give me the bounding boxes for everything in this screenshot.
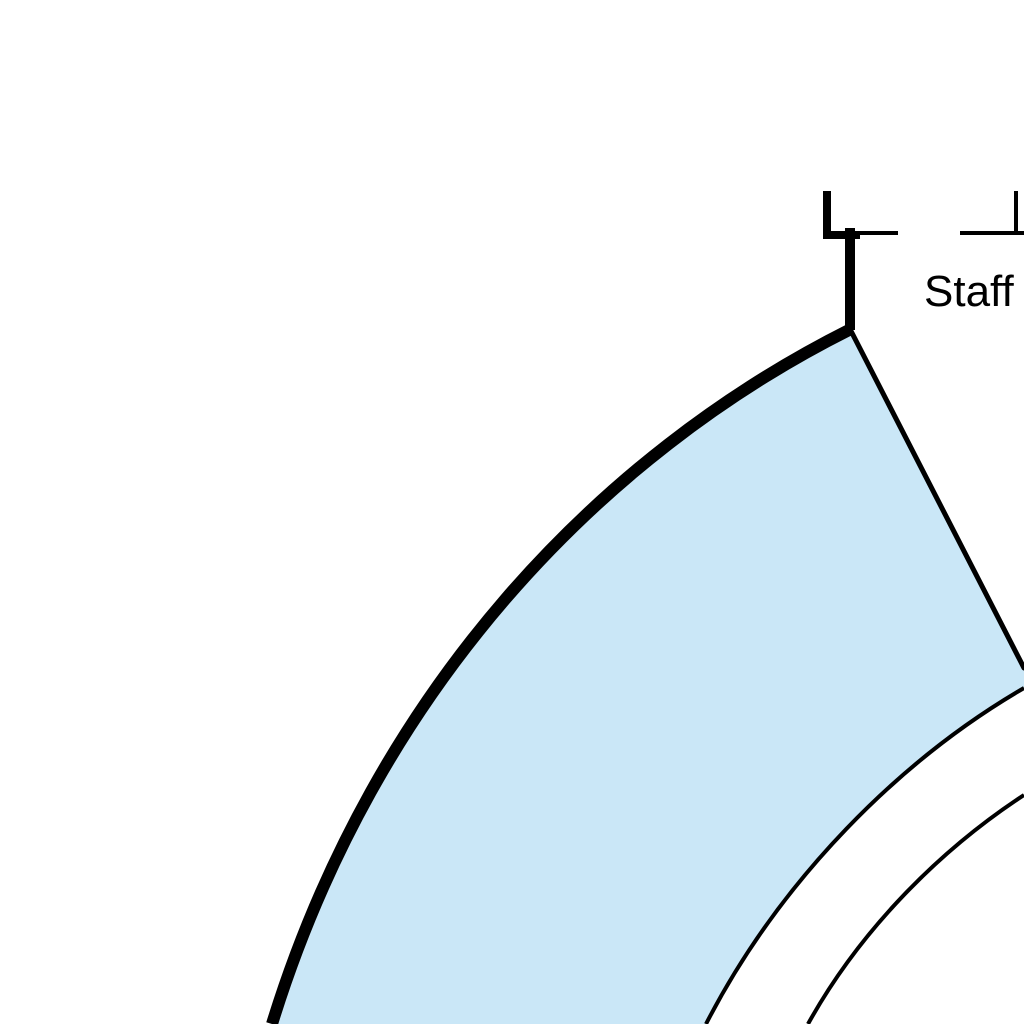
door-jamb-left (823, 191, 860, 239)
section-radial-edge (848, 328, 1024, 671)
section-inner-edge (704, 686, 1024, 1024)
seating-section[interactable] (272, 330, 1024, 1024)
outer-wall (266, 324, 852, 1024)
inner-ring (806, 793, 1024, 1024)
staff-label: Staff (924, 267, 1014, 316)
